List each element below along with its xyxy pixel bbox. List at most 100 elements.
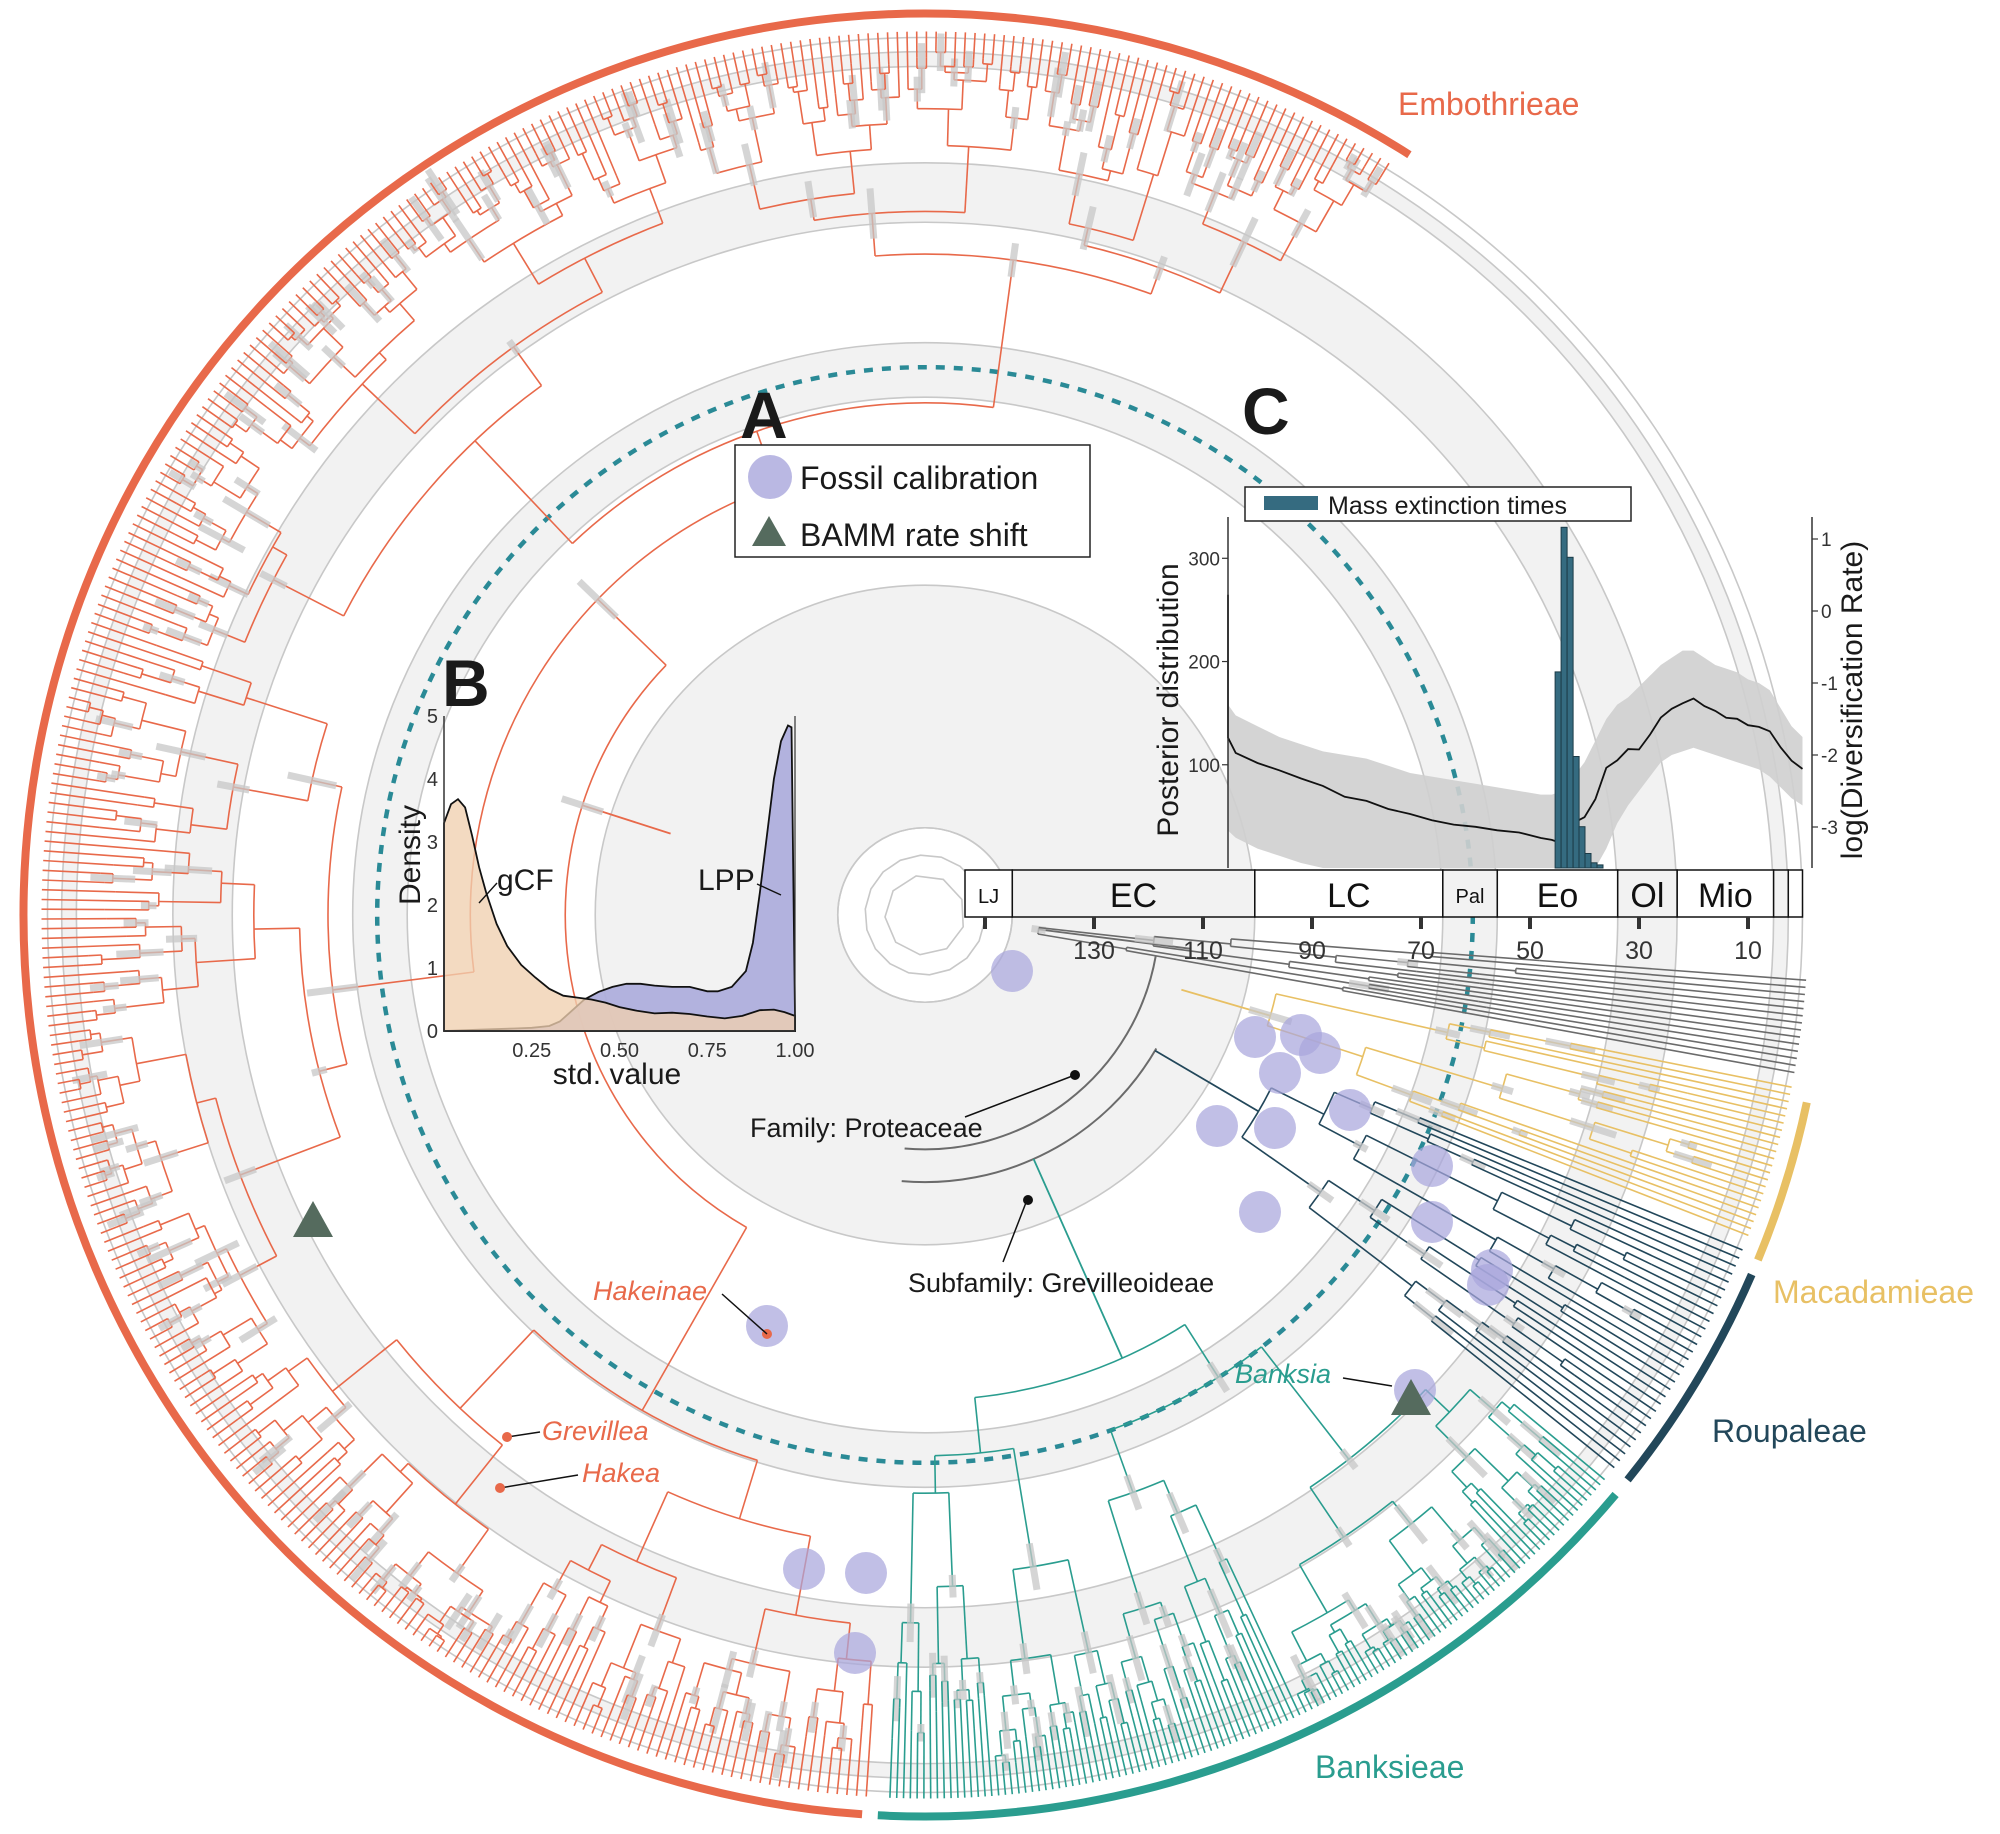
node-age-hpd-bar	[448, 1563, 466, 1584]
tree-branch	[112, 567, 178, 597]
tree-branch	[143, 861, 153, 864]
tree-branch	[1182, 103, 1186, 110]
tree-branch	[730, 1744, 740, 1778]
grevillea-label: Grevillea	[542, 1416, 649, 1446]
tree-branch	[671, 1638, 682, 1664]
tree-branch	[935, 1675, 938, 1712]
time-axis-tick-label: 130	[1073, 937, 1115, 965]
tree-branch	[306, 415, 314, 422]
tree-branch	[818, 37, 828, 99]
tree-branch	[799, 40, 806, 75]
tree-branch	[1633, 1308, 1649, 1319]
tree-branch	[481, 1628, 486, 1635]
tree-branch	[1019, 1740, 1023, 1755]
tree-branch	[1021, 1708, 1027, 1737]
tree-branch	[461, 1633, 483, 1668]
tree-branch	[1093, 1723, 1108, 1780]
tree-branch	[977, 1698, 986, 1797]
tree-branch	[999, 35, 1006, 85]
node-age-hpd-bar	[267, 340, 311, 379]
tree-branch	[998, 1730, 1003, 1756]
tree-branch-arc	[309, 359, 387, 447]
panel-b-y-tick-label: 3	[427, 832, 438, 854]
tree-branch	[1417, 1121, 1472, 1146]
tree-branch	[1198, 1693, 1219, 1749]
tree-branch	[566, 107, 585, 146]
tree-branch	[741, 50, 750, 80]
node-age-hpd-bar	[1000, 1711, 1012, 1750]
tree-branch	[93, 1202, 128, 1216]
tree-branch-arc	[879, 72, 890, 75]
panel-b-y-tick-label: 2	[427, 895, 438, 917]
tree-branch	[1212, 1677, 1238, 1742]
tree-branch	[156, 828, 191, 834]
panel-c-right-tick-label: -2	[1821, 746, 1838, 767]
tree-branch	[54, 763, 102, 773]
tree-branch	[809, 38, 819, 103]
tree-branch-arc	[1344, 1640, 1352, 1645]
tree-branch	[107, 1230, 158, 1253]
tree-branch	[159, 1341, 184, 1357]
tree-branch	[1502, 1340, 1544, 1373]
tree-branch	[174, 523, 199, 537]
tree-branch	[1288, 966, 1369, 980]
time-axis-tick-label: 110	[1183, 937, 1223, 965]
tree-branch	[1313, 161, 1325, 180]
tree-branch	[1426, 1590, 1434, 1600]
tree-branch	[582, 1712, 591, 1730]
tree-branch-arc	[1110, 1346, 1262, 1431]
tree-branch	[1369, 983, 1479, 1003]
tree-branch	[123, 1163, 143, 1171]
tree-branch	[1128, 118, 1134, 133]
tree-branch	[115, 558, 185, 590]
tree-branch	[283, 384, 292, 393]
tree-branch	[1475, 1492, 1489, 1506]
tree-branch	[1173, 1722, 1178, 1732]
panel-b-x-tick-label: 0.50	[600, 1040, 639, 1062]
tree-branch	[120, 1181, 129, 1187]
tree-branch	[694, 1709, 701, 1727]
tree-branch	[1461, 1593, 1474, 1609]
tree-branch	[420, 218, 424, 222]
tree-branch	[557, 111, 572, 140]
node-age-hpd-bar	[1027, 1699, 1037, 1717]
tree-branch	[1126, 946, 1370, 987]
tree-branch	[75, 1150, 104, 1161]
tree-branch	[1483, 1577, 1495, 1592]
tree-branch	[496, 141, 512, 168]
tree-branch	[96, 1012, 116, 1016]
tree-branch	[158, 900, 221, 904]
node-age-hpd-bar	[361, 1511, 400, 1554]
tree-branch	[1569, 1476, 1592, 1496]
node-age-hpd-bar	[892, 1675, 902, 1722]
tree-branch	[281, 308, 299, 325]
tree-branch	[382, 216, 401, 239]
tree-branch	[473, 178, 482, 192]
tree-branch	[1347, 143, 1357, 157]
tree-branch	[960, 1714, 966, 1798]
tree-branch	[1649, 1083, 1688, 1094]
tree-branch	[41, 935, 127, 940]
node-age-hpd-bar	[96, 1169, 116, 1182]
tree-branch-arc	[716, 161, 762, 174]
tree-branch	[1369, 1112, 1429, 1140]
tree-branch	[163, 1258, 174, 1264]
tree-branch	[1249, 1669, 1276, 1727]
tree-branch	[1107, 170, 1112, 181]
tree-branch	[122, 695, 147, 704]
tree-branch	[1687, 1092, 1786, 1117]
tree-branch	[398, 204, 419, 231]
geologic-period-label: Eo	[1537, 877, 1579, 915]
tree-branch	[1432, 951, 1540, 962]
tree-branch	[581, 153, 595, 181]
fossil-calibration-marker	[1467, 1264, 1509, 1306]
tree-branch	[330, 260, 364, 297]
tree-branch	[1537, 1509, 1560, 1531]
tree-branch	[694, 61, 711, 116]
tree-branch	[275, 315, 289, 328]
tree-branch	[128, 531, 183, 560]
tree-branch	[399, 1462, 409, 1473]
tree-branch	[390, 242, 400, 254]
tree-branch	[1035, 70, 1040, 88]
